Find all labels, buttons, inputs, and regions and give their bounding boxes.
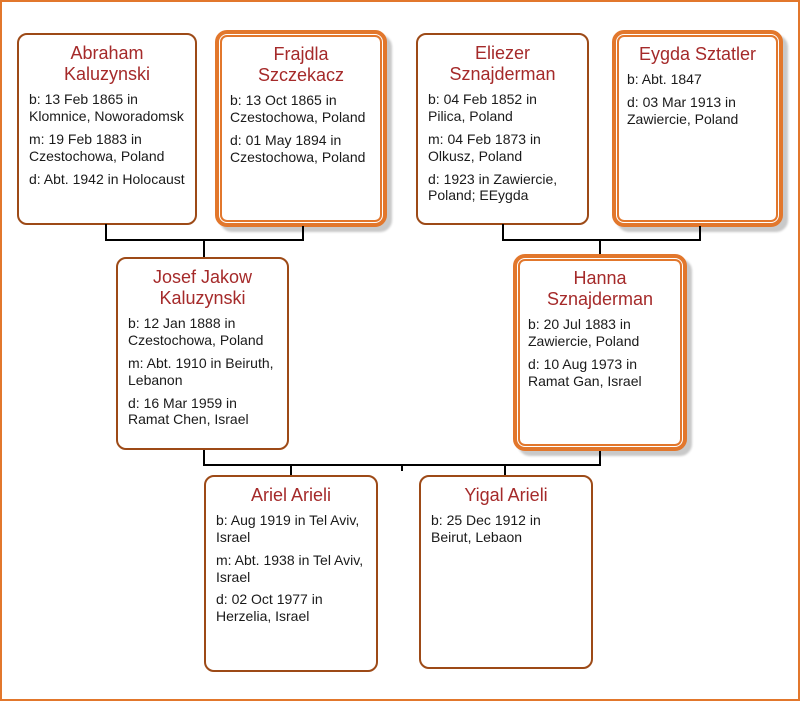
connector-stub-frajdla: [302, 226, 304, 241]
person-card-abraham-kaluzynski[interactable]: Abraham Kaluzynski b: 13 Feb 1865 in Klo…: [17, 33, 197, 225]
person-birth: b: Abt. 1847: [627, 71, 702, 88]
person-death: d: 01 May 1894 in Czestochowa, Poland: [230, 132, 366, 165]
person-name: Yigal Arieli: [464, 485, 548, 505]
person-birth: b: Aug 1919 in Tel Aviv, Israel: [216, 512, 360, 546]
person-birth: b: 13 Oct 1865 in Czestochowa, Poland: [230, 92, 366, 126]
person-death: d: 16 Mar 1959 in Ramat Chen, Israel: [128, 394, 249, 428]
connector-stub-eliezer: [502, 224, 504, 241]
connector-drop-ariel: [290, 464, 292, 475]
person-card-yigal-arieli[interactable]: Yigal Arieli b: 25 Dec 1912 in Beirut, L…: [419, 475, 593, 669]
connector-stub-hanna: [599, 451, 601, 466]
person-death: d: Abt. 1942 in Holocaust: [29, 170, 185, 187]
person-marriage: m: Abt. 1938 in Tel Aviv, Israel: [216, 551, 364, 585]
person-card-body: Eliezer Sznajderman b: 04 Feb 1852 in Pi…: [418, 35, 587, 223]
connector-couple-line-right: [502, 239, 701, 241]
person-name: Eliezer Sznajderman: [449, 43, 556, 85]
person-birth: b: 12 Jan 1888 in Czestochowa, Poland: [128, 315, 264, 349]
person-marriage: m: 19 Feb 1883 in Czestochowa, Poland: [29, 131, 165, 164]
connector-stub-josef: [203, 450, 205, 466]
person-birth: b: 04 Feb 1852 in Pilica, Poland: [428, 91, 537, 125]
person-name: Josef Jakow Kaluzynski: [152, 267, 253, 309]
connector-stub-eygda: [699, 226, 701, 241]
person-name: Frajdla Szczekacz: [257, 44, 345, 86]
person-card-body: Eygda Sztatler b: Abt. 1847 d: 03 Mar 19…: [617, 35, 778, 222]
person-card-ariel-arieli[interactable]: Ariel Arieli b: Aug 1919 in Tel Aviv, Is…: [204, 475, 378, 672]
person-card-eygda-sztatler[interactable]: Eygda Sztatler b: Abt. 1847 d: 03 Mar 19…: [612, 30, 783, 227]
connector-drop-josef: [203, 239, 205, 257]
person-name: Hanna Sznajderman: [546, 268, 654, 310]
person-card-eliezer-sznajderman[interactable]: Eliezer Sznajderman b: 04 Feb 1852 in Pi…: [416, 33, 589, 225]
connector-stub-abraham: [105, 224, 107, 241]
person-card-body: Hanna Sznajderman b: 20 Jul 1883 in Zawi…: [518, 259, 682, 446]
person-card-body: Abraham Kaluzynski b: 13 Feb 1865 in Klo…: [19, 35, 195, 223]
person-card-body: Yigal Arieli b: 25 Dec 1912 in Beirut, L…: [421, 477, 591, 667]
person-death: d: 02 Oct 1977 in Herzelia, Israel: [216, 591, 323, 625]
person-birth: b: 20 Jul 1883 in Zawiercie, Poland: [528, 316, 640, 350]
person-name: Abraham Kaluzynski: [63, 43, 151, 85]
person-death: d: 10 Aug 1973 in Ramat Gan, Israel: [528, 356, 642, 389]
person-name: Ariel Arieli: [250, 485, 332, 505]
person-card-body: Josef Jakow Kaluzynski b: 12 Jan 1888 in…: [118, 259, 287, 448]
person-marriage: m: 04 Feb 1873 in Olkusz, Poland: [428, 131, 541, 164]
person-death: d: 03 Mar 1913 in Zawiercie, Poland: [627, 94, 739, 127]
connector-center-tick: [401, 464, 403, 471]
person-name: Eygda Sztatler: [638, 44, 757, 64]
person-card-body: Frajdla Szczekacz b: 13 Oct 1865 in Czes…: [220, 35, 382, 222]
person-card-josef-jakow-kaluzynski[interactable]: Josef Jakow Kaluzynski b: 12 Jan 1888 in…: [116, 257, 289, 450]
person-card-body: Ariel Arieli b: Aug 1919 in Tel Aviv, Is…: [206, 477, 376, 670]
connector-drop-hanna: [599, 239, 601, 254]
person-card-hanna-sznajderman[interactable]: Hanna Sznajderman b: 20 Jul 1883 in Zawi…: [513, 254, 687, 451]
person-birth: b: 13 Feb 1865 in Klomnice, Noworadomsk: [29, 91, 184, 125]
connector-drop-yigal: [504, 464, 506, 475]
person-card-frajdla-szczekacz[interactable]: Frajdla Szczekacz b: 13 Oct 1865 in Czes…: [215, 30, 387, 227]
person-death: d: 1923 in Zawiercie, Poland; EEygda: [428, 170, 558, 204]
person-marriage: m: Abt. 1910 in Beiruth, Lebanon: [128, 355, 274, 388]
person-birth: b: 25 Dec 1912 in Beirut, Lebaon: [431, 512, 541, 546]
